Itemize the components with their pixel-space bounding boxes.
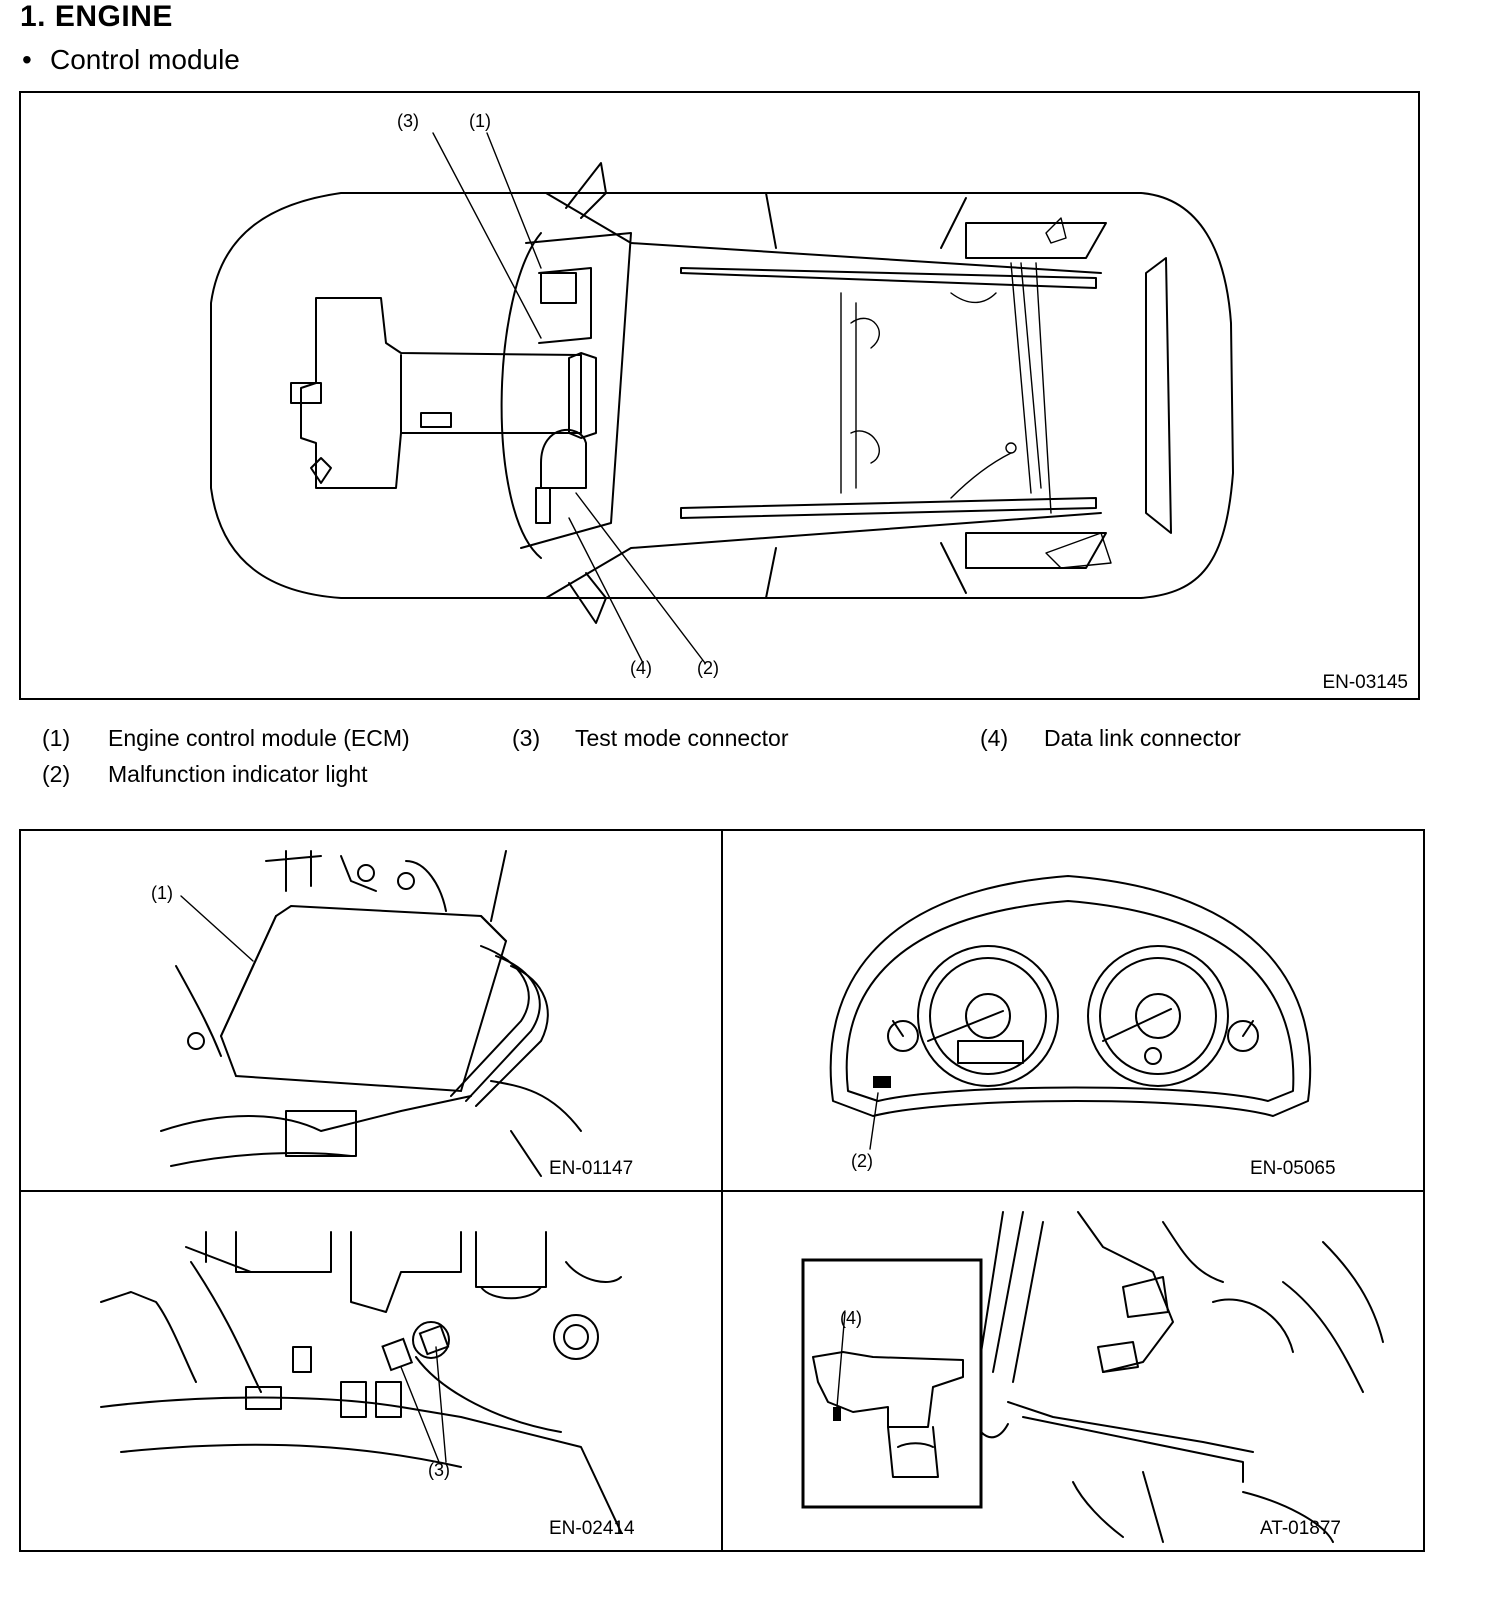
main-figure: (3) (1) (4) (2) EN-03145 bbox=[19, 91, 1420, 700]
vehicle-topview-illustration bbox=[210, 132, 1234, 664]
legend-text-4: Data link connector bbox=[1044, 725, 1241, 751]
subsection-title: • Control module bbox=[22, 44, 240, 76]
callout-2: (2) bbox=[697, 658, 719, 678]
legend-num-1: (1) bbox=[42, 725, 71, 751]
ecm-illustration bbox=[160, 850, 582, 1177]
callout-1: (1) bbox=[469, 111, 491, 131]
cluster-figure-code: EN-05065 bbox=[1250, 1158, 1336, 1179]
callout-3: (3) bbox=[397, 111, 419, 131]
dlc-figure-code: AT-01877 bbox=[1260, 1518, 1341, 1539]
ecm-figure-code: EN-01147 bbox=[549, 1158, 634, 1179]
bullet: • bbox=[22, 44, 32, 75]
callout-4: (4) bbox=[630, 658, 652, 678]
legend-text-2: Malfunction indicator light bbox=[108, 761, 368, 787]
dlc-illustration bbox=[801, 1211, 1384, 1543]
legend-text-3: Test mode connector bbox=[575, 725, 789, 751]
ecm-callout: (1) bbox=[151, 883, 173, 903]
legend-num-2: (2) bbox=[42, 761, 71, 787]
figure-code: EN-03145 bbox=[1322, 672, 1408, 693]
dlc-panel: (4) AT-01877 bbox=[721, 1190, 1425, 1552]
test-connector-callout: (3) bbox=[428, 1460, 450, 1480]
subsection-title-text: Control module bbox=[50, 44, 240, 75]
cluster-panel: (2) EN-05065 bbox=[721, 829, 1425, 1192]
legend-text-1: Engine control module (ECM) bbox=[108, 725, 410, 751]
dlc-callout: (4) bbox=[840, 1308, 862, 1328]
test-connector-illustration bbox=[100, 1231, 622, 1533]
legend-num-4: (4) bbox=[980, 725, 1009, 751]
cluster-callout: (2) bbox=[851, 1151, 873, 1171]
legend-num-3: (3) bbox=[512, 725, 541, 751]
cluster-illustration bbox=[829, 875, 1312, 1150]
test-connector-figure-code: EN-02414 bbox=[549, 1518, 635, 1539]
legend: (1) Engine control module (ECM) (2) Malf… bbox=[0, 0, 1504, 800]
ecm-panel: (1) EN-01147 bbox=[19, 829, 723, 1192]
test-connector-panel: (3) EN-02414 bbox=[19, 1190, 723, 1552]
section-title: 1. ENGINE bbox=[20, 0, 173, 33]
